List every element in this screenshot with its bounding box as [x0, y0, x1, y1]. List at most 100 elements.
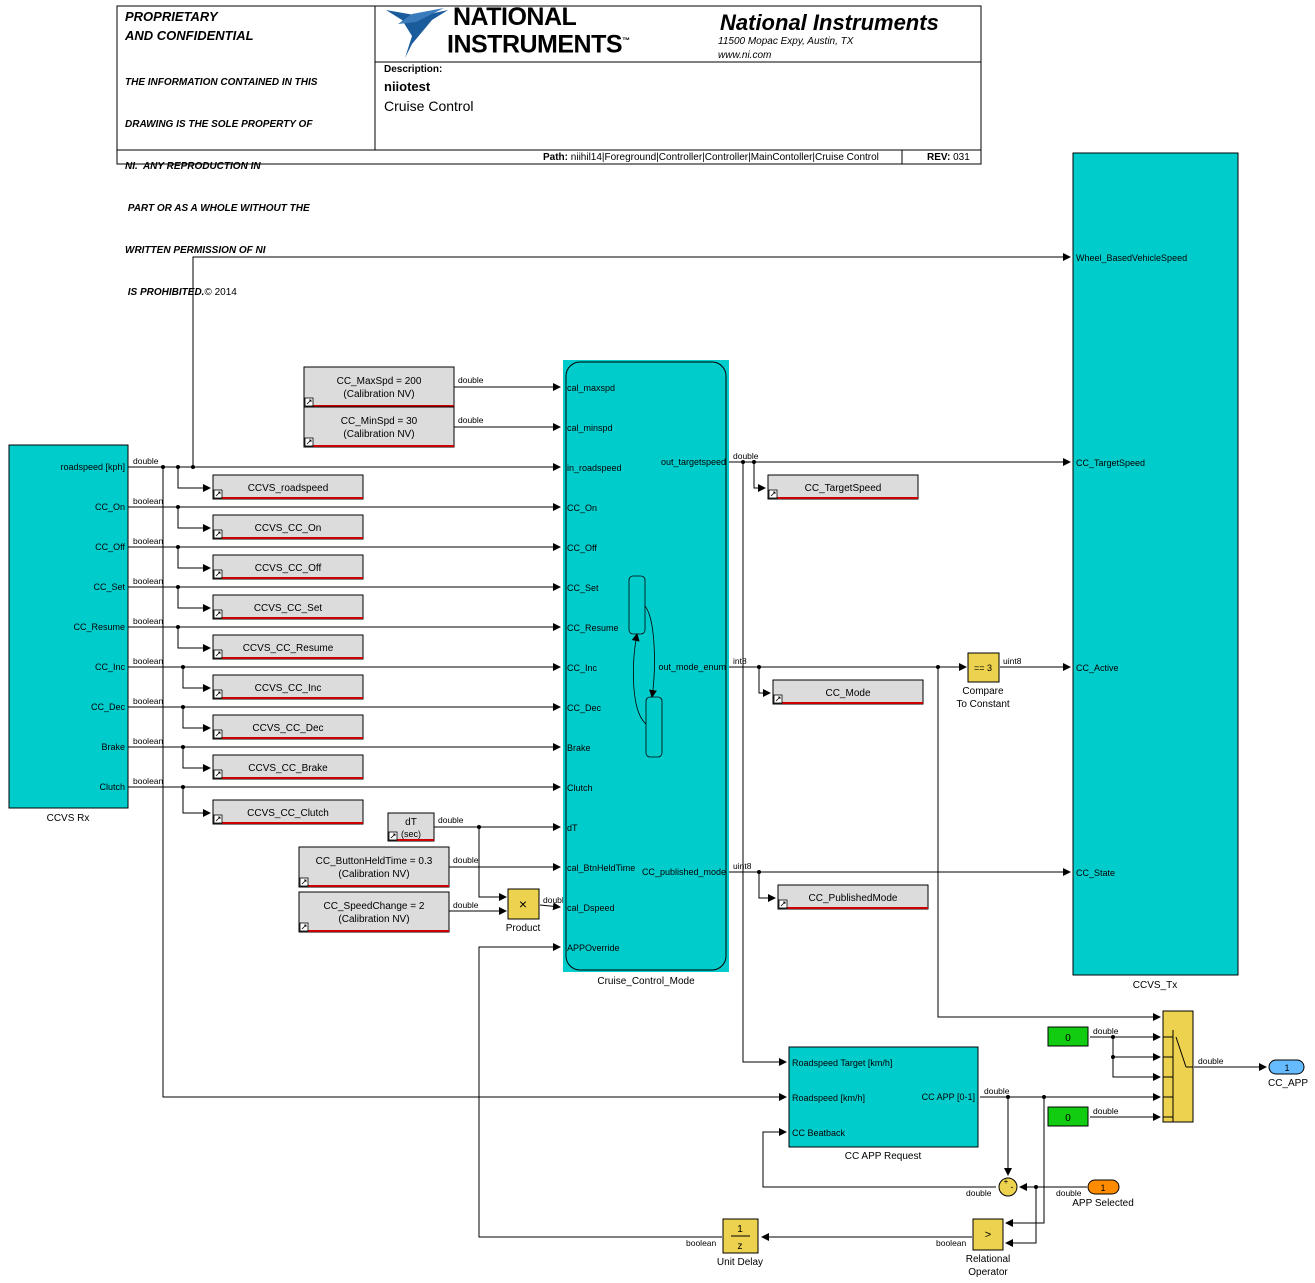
svg-text:CC_MinSpd = 30: CC_MinSpd = 30: [341, 416, 418, 427]
svg-text:boolean: boolean: [133, 696, 164, 706]
svg-text:CCVS_CC_Clutch: CCVS_CC_Clutch: [247, 808, 329, 819]
dt-block[interactable]: dT (sec): [387, 812, 435, 842]
rx-port-cc-dec: CC_Dec: [91, 702, 126, 712]
svg-text:Unit Delay: Unit Delay: [717, 1257, 763, 1268]
svg-text:CC_Dec: CC_Dec: [567, 703, 602, 713]
cal-signal-types: double double double double double doubl…: [438, 375, 569, 910]
svg-text:double: double: [1093, 1026, 1119, 1036]
multiport-switch-block[interactable]: [1162, 1010, 1194, 1123]
svg-text:To Constant: To Constant: [956, 699, 1010, 710]
company-name: National Instruments: [720, 10, 939, 35]
svg-text:uint8: uint8: [1003, 656, 1022, 666]
switch-icon: [1163, 1030, 1193, 1122]
cc-app-request-block[interactable]: Roadspeed Target [km/h] Roadspeed [km/h]…: [788, 1046, 979, 1162]
svg-text:Operator: Operator: [968, 1267, 1008, 1278]
product-block[interactable]: × Product: [506, 888, 541, 934]
svg-text:boolean: boolean: [133, 736, 164, 746]
inport-app-selected[interactable]: 1 APP Selected: [1072, 1179, 1134, 1209]
ccvs-tx-label: CCVS_Tx: [1133, 980, 1177, 991]
svg-text:boolean: boolean: [686, 1238, 717, 1248]
path-field: Path: niihil14|Foreground|Controller|Con…: [543, 152, 879, 163]
svg-text:cal_maxspd: cal_maxspd: [567, 383, 615, 393]
ccvs-rx-block[interactable]: roadspeed [kph] CC_On CC_Off CC_Set CC_R…: [8, 444, 129, 824]
goto-ccvs-roadspeed[interactable]: CCVS_roadspeed: [212, 474, 364, 500]
subsystem-name: Cruise Control: [384, 98, 474, 114]
goto-cc-targetspeed[interactable]: CC_TargetSpeed: [767, 474, 919, 500]
svg-text:double: double: [733, 451, 759, 461]
cal-cc-speedchange[interactable]: CC_SpeedChange = 2 (Calibration NV): [298, 891, 450, 933]
goto-cc-mode[interactable]: CC_Mode: [772, 679, 924, 705]
cc-app-request-label: CC APP Request: [845, 1151, 922, 1162]
copyright: © 2014: [204, 287, 237, 298]
svg-text:dT: dT: [405, 817, 417, 828]
goto-ccvs-cc-clutch[interactable]: CCVS_CC_Clutch: [212, 799, 364, 825]
ni-logo-text: NATIONAL INSTRUMENTS™: [447, 3, 630, 59]
svg-text:boolean: boolean: [133, 776, 164, 786]
goto-ccvs-cc-resume[interactable]: CCVS_CC_Resume: [212, 634, 364, 660]
relational-operator-block[interactable]: > Relational Operator: [966, 1218, 1010, 1278]
wire-junctions: [161, 460, 1115, 1189]
svg-text:CC_Mode: CC_Mode: [825, 688, 870, 699]
goto-ccvs-cc-off[interactable]: CCVS_CC_Off: [212, 554, 364, 580]
cruise-control-mode-chart[interactable]: cal_maxspd cal_minspd in_roadspeed CC_On…: [563, 360, 729, 987]
compare-to-constant-block[interactable]: == 3 Compare To Constant: [956, 652, 1010, 710]
svg-text:boolean: boolean: [133, 656, 164, 666]
svg-text:CC_SpeedChange = 2: CC_SpeedChange = 2: [324, 901, 425, 912]
svg-text:CCVS_roadspeed: CCVS_roadspeed: [248, 483, 329, 494]
svg-text:double: double: [543, 895, 569, 905]
sum-block[interactable]: + -: [998, 1177, 1018, 1197]
svg-text:Product: Product: [506, 923, 541, 934]
svg-text:z: z: [738, 1241, 743, 1252]
mode-output-ports: out_targetspeed out_mode_enum CC_publish…: [642, 457, 726, 877]
goto-ccvs-cc-brake[interactable]: CCVS_CC_Brake: [212, 754, 364, 780]
company-address: 11500 Mopac Expy, Austin, TX: [718, 36, 854, 47]
svg-text:Relational: Relational: [966, 1254, 1010, 1265]
outport-cc-app[interactable]: 1 CC_APP: [1268, 1059, 1308, 1089]
svg-text:uint8: uint8: [733, 861, 752, 871]
svg-text:APP Selected: APP Selected: [1072, 1198, 1134, 1209]
ccvs-tx-block[interactable]: Wheel_BasedVehicleSpeed CC_TargetSpeed C…: [1072, 152, 1239, 991]
cal-cc-maxspd[interactable]: CC_MaxSpd = 200 (Calibration NV): [303, 366, 455, 408]
goto-cc-publishedmode[interactable]: CC_PublishedMode: [777, 884, 929, 910]
svg-text:CCVS_CC_On: CCVS_CC_On: [255, 523, 322, 534]
svg-text:CC_Active: CC_Active: [1076, 663, 1119, 673]
app-request-output-type: double: [984, 1086, 1010, 1096]
svg-text:CC_Inc: CC_Inc: [567, 663, 598, 673]
goto-ccvs-cc-set[interactable]: CCVS_CC_Set: [212, 594, 364, 620]
svg-text:0: 0: [1065, 1033, 1071, 1044]
svg-text:boolean: boolean: [133, 576, 164, 586]
svg-text:Roadspeed [km/h]: Roadspeed [km/h]: [792, 1093, 865, 1103]
title-block-frame: [116, 5, 982, 165]
svg-text:CCVS_CC_Brake: CCVS_CC_Brake: [248, 763, 328, 774]
svg-text:Clutch: Clutch: [567, 783, 593, 793]
cal-cc-buttonheldtime[interactable]: CC_ButtonHeldTime = 0.3 (Calibration NV): [298, 846, 450, 888]
svg-text:boolean: boolean: [936, 1238, 967, 1248]
cal-cc-minspd[interactable]: CC_MinSpd = 30 (Calibration NV): [303, 406, 455, 448]
rx-port-cc-resume: CC_Resume: [73, 622, 125, 632]
svg-text:×: ×: [519, 896, 527, 912]
constant-zero-bottom[interactable]: 0: [1047, 1106, 1089, 1127]
svg-text:double: double: [458, 375, 484, 385]
goto-ccvs-cc-dec[interactable]: CCVS_CC_Dec: [212, 714, 364, 740]
goto-ccvs-cc-inc[interactable]: CCVS_CC_Inc: [212, 674, 364, 700]
mode-input-ports: cal_maxspd cal_minspd in_roadspeed CC_On…: [567, 383, 635, 953]
svg-text:double: double: [966, 1188, 992, 1198]
svg-text:(Calibration NV): (Calibration NV): [338, 914, 409, 925]
svg-text:dT: dT: [567, 823, 578, 833]
constant-zero-top[interactable]: 0: [1047, 1026, 1089, 1047]
confidential-notice: THE INFORMATION CONTAINED IN THIS DRAWIN…: [125, 77, 318, 298]
svg-text:cal_minspd: cal_minspd: [567, 423, 613, 433]
rx-signal-types: double boolean boolean boolean boolean b…: [133, 456, 164, 786]
svg-text:double: double: [453, 900, 479, 910]
svg-text:double: double: [1198, 1056, 1224, 1066]
svg-text:CCVS_CC_Dec: CCVS_CC_Dec: [252, 723, 323, 734]
svg-text:(Calibration NV): (Calibration NV): [343, 389, 414, 400]
svg-text:double: double: [1093, 1106, 1119, 1116]
goto-ccvs-cc-on[interactable]: CCVS_CC_On: [212, 514, 364, 540]
rx-port-brake: Brake: [101, 742, 125, 752]
svg-text:(sec): (sec): [401, 829, 421, 839]
rx-port-clutch: Clutch: [99, 782, 125, 792]
svg-text:Roadspeed Target [km/h]: Roadspeed Target [km/h]: [792, 1058, 892, 1068]
unit-delay-block[interactable]: 1 z Unit Delay: [717, 1218, 763, 1268]
